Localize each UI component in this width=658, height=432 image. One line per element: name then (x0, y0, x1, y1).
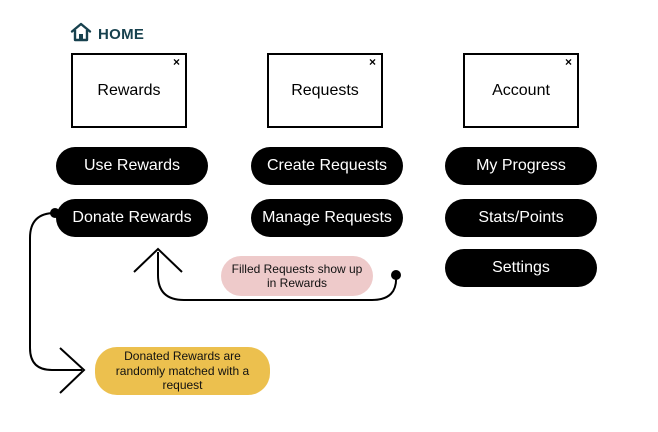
account-card-label: Account (492, 81, 550, 99)
my-progress-button[interactable]: My Progress (445, 147, 597, 185)
account-card[interactable]: × Account (463, 53, 579, 128)
settings-button[interactable]: Settings (445, 249, 597, 287)
close-icon[interactable]: × (368, 55, 376, 69)
create-requests-button[interactable]: Create Requests (251, 147, 403, 185)
filled-requests-note: Filled Requests show up in Rewards (221, 256, 373, 296)
requests-card-label: Requests (291, 81, 359, 99)
donated-rewards-arrowhead (59, 347, 86, 394)
home-link[interactable]: HOME (70, 22, 145, 47)
close-icon[interactable]: × (172, 55, 180, 69)
home-label: HOME (98, 25, 145, 43)
filled-requests-connector (157, 252, 398, 301)
donated-rewards-connector-dot (50, 208, 60, 218)
rewards-card[interactable]: × Rewards (71, 53, 187, 128)
filled-requests-note-text: Filled Requests show up in Rewards (231, 261, 363, 290)
rewards-card-label: Rewards (97, 81, 161, 99)
donated-rewards-connector (29, 212, 82, 371)
donated-rewards-note: Donated Rewards are randomly matched wit… (95, 347, 270, 395)
use-rewards-button[interactable]: Use Rewards (56, 147, 208, 185)
donated-rewards-note-text: Donated Rewards are randomly matched wit… (115, 349, 250, 393)
requests-card[interactable]: × Requests (267, 53, 383, 128)
stats-points-button[interactable]: Stats/Points (445, 199, 597, 237)
close-icon[interactable]: × (564, 55, 572, 69)
donate-rewards-button[interactable]: Donate Rewards (56, 199, 208, 237)
filled-requests-connector-dot (391, 270, 401, 280)
manage-requests-button[interactable]: Manage Requests (251, 199, 403, 237)
house-icon (70, 22, 92, 47)
filled-requests-arrowhead (133, 247, 183, 273)
